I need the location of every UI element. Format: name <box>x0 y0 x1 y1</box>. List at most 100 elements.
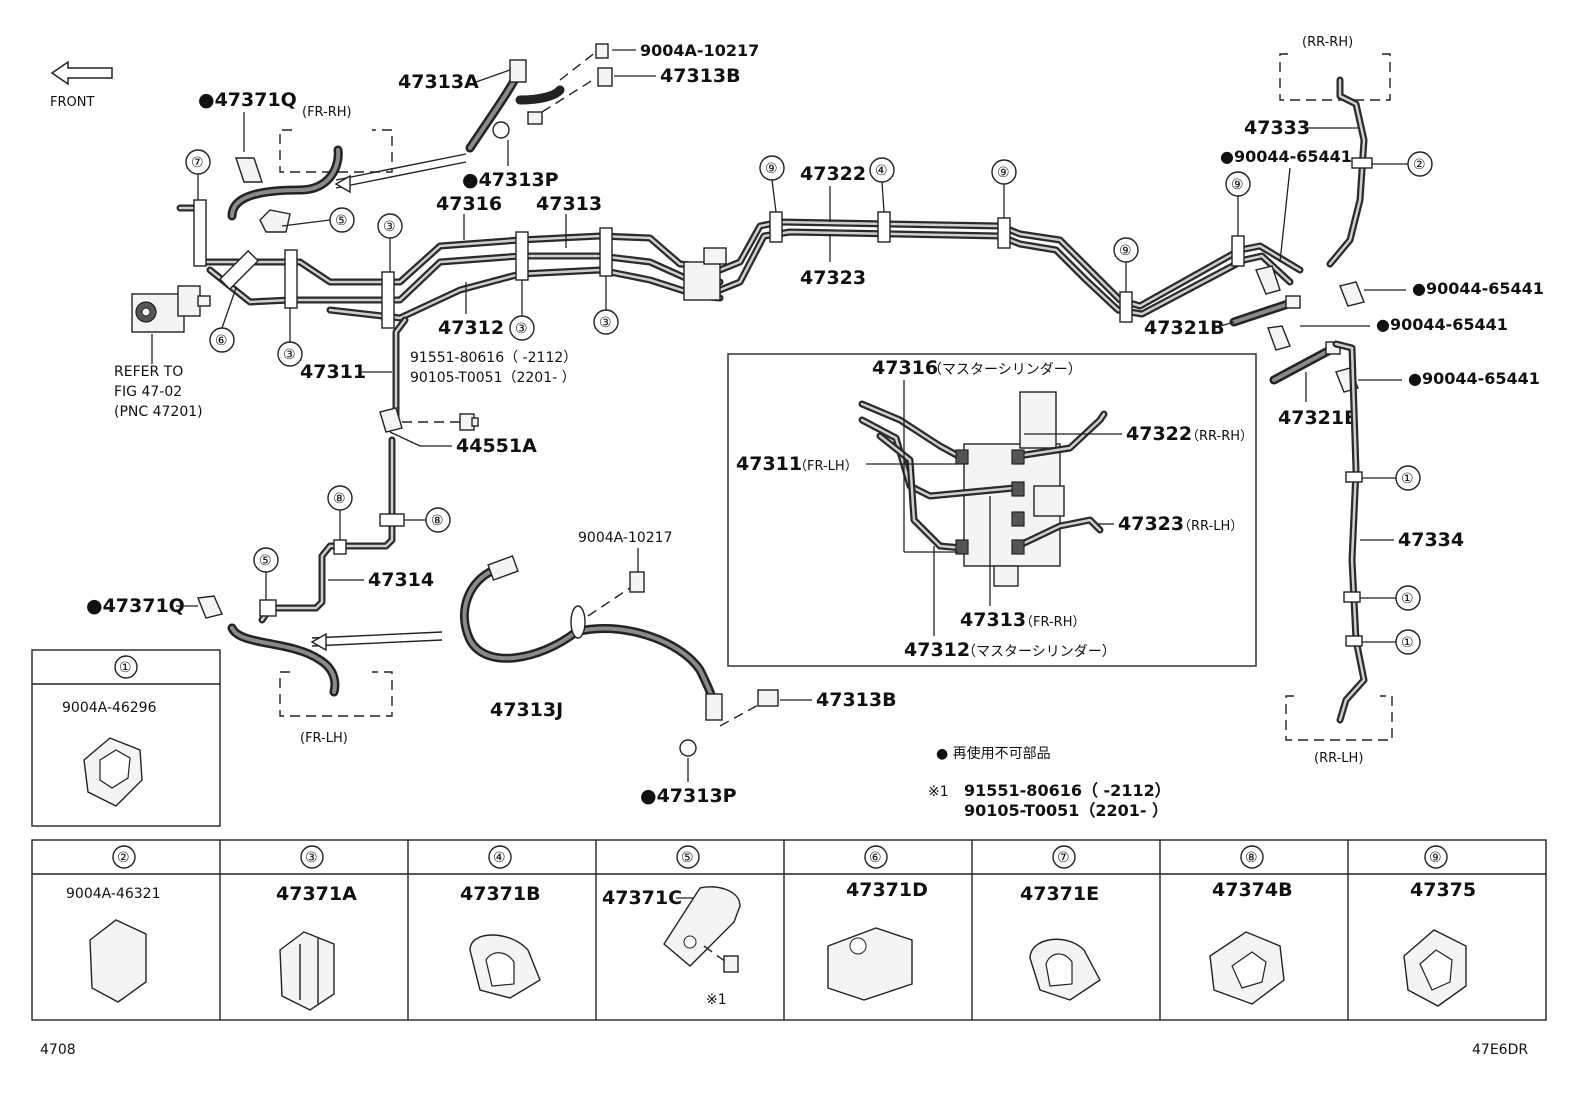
part-47323: 47323 <box>800 267 866 289</box>
rr-lh-label: (RR-LH) <box>1314 751 1363 766</box>
detail-box-1-callout: ① <box>119 660 132 676</box>
part-47371Q-bottom: ●47371Q <box>86 595 185 617</box>
svg-text:④: ④ <box>875 163 888 179</box>
fr-rh-region <box>279 129 393 173</box>
legend-note-mark: ※1 <box>928 784 949 800</box>
part-47333: 47333 <box>1244 117 1310 139</box>
part-47371Q-top: ●47371Q <box>198 89 297 111</box>
detail-box-1: ① 9004A-46296 <box>31 649 221 827</box>
svg-text:⑨: ⑨ <box>765 161 778 177</box>
svg-text:③: ③ <box>383 219 396 235</box>
part-47313B-bottom: 47313B <box>816 689 897 711</box>
part-90044-c: ●90044-65441 <box>1376 315 1508 334</box>
part-47313P-bottom: ●47313P <box>640 785 737 807</box>
bolt-note-line1: 91551-80616（ -2112） <box>410 350 577 366</box>
callout-circles: ⑦ ⑤ ③ ⑥ ③ ③ ③ ⑨ ④ ⑨ ⑨ ⑨ ② ⑧ ⑧ ⑤ ① ① ① <box>185 149 1433 655</box>
inset-47312: 47312 <box>904 639 970 661</box>
front-arrow: FRONT <box>50 60 113 110</box>
svg-text:③: ③ <box>283 347 296 363</box>
brake-actuator <box>131 285 211 364</box>
refer-line1: REFER TO <box>114 364 183 380</box>
legend-non-reuse: ● 再使用不可部品 <box>936 745 1051 762</box>
part-44551A: 44551A <box>456 435 537 457</box>
part-47334: 47334 <box>1398 529 1464 551</box>
svg-text:③: ③ <box>515 321 528 337</box>
detail-box-1-part: 9004A-46296 <box>62 700 157 716</box>
svg-text:①: ① <box>1401 471 1414 487</box>
inset-47311-note: （FR-LH） <box>794 459 858 474</box>
table-part-4: 47371B <box>460 883 541 905</box>
inset-47313: 47313 <box>960 609 1026 631</box>
inset-47323-note: （RR-LH） <box>1178 519 1243 534</box>
table-callout-2: ② <box>117 850 130 866</box>
fr-rh-label: (FR-RH) <box>302 105 352 120</box>
table-callout-6: ⑥ <box>869 850 882 866</box>
inset-47316: 47316 <box>872 357 938 379</box>
table-part-2: 9004A-46321 <box>66 886 161 902</box>
part-90044-a: ●90044-65441 <box>1220 147 1352 166</box>
part-47313P-top: ●47313P <box>462 169 559 191</box>
refer-line3: (PNC 47201) <box>114 404 203 420</box>
part-90044-d: ●90044-65441 <box>1408 369 1540 388</box>
footer-right: 47E6DR <box>1472 1042 1528 1058</box>
clamps <box>193 199 1245 329</box>
part-47316: 47316 <box>436 193 502 215</box>
svg-text:②: ② <box>1413 157 1426 173</box>
svg-text:⑤: ⑤ <box>335 213 348 229</box>
table-note-5: ※1 <box>706 992 727 1008</box>
union-44551A <box>379 407 479 447</box>
svg-text:③: ③ <box>599 315 612 331</box>
part-47321B-b: 47321B <box>1278 407 1359 429</box>
fr-lh-label: (FR-LH) <box>300 731 348 746</box>
table-part-9: 47375 <box>1410 879 1476 901</box>
part-9004A-10217-mid: 9004A-10217 <box>578 530 673 546</box>
legend-note-line1: 91551-80616（ -2112） <box>964 781 1171 800</box>
svg-text:⑤: ⑤ <box>259 553 272 569</box>
part-47313A: 47313A <box>398 71 479 93</box>
svg-text:⑨: ⑨ <box>1231 177 1244 193</box>
rr-rh-label: (RR-RH) <box>1302 35 1353 50</box>
part-47313B-top: 47313B <box>660 65 741 87</box>
flex-hose-47313J <box>459 555 779 757</box>
inset-47313-note: （FR-RH） <box>1020 615 1085 630</box>
part-47321B-a: 47321B <box>1144 317 1225 339</box>
inset-47316-note: （マスターシリンダー） <box>928 362 1082 378</box>
part-9004A-10217-top: 9004A-10217 <box>640 41 759 60</box>
part-47313: 47313 <box>536 193 602 215</box>
refer-line2: FIG 47-02 <box>114 384 182 400</box>
table-callout-9: ⑨ <box>1429 850 1442 866</box>
table-part-5: 47371C <box>602 887 682 909</box>
svg-text:⑧: ⑧ <box>333 491 346 507</box>
svg-text:⑨: ⑨ <box>997 165 1010 181</box>
table-callout-4: ④ <box>493 850 506 866</box>
legend-note-line2: 90105-T0051（2201- ） <box>964 801 1168 820</box>
rr-rh-region <box>1279 53 1391 101</box>
svg-text:①: ① <box>1401 635 1414 651</box>
part-90044-b: ●90044-65441 <box>1412 279 1544 298</box>
inset-47322-note: （RR-RH） <box>1186 429 1253 444</box>
svg-text:⑥: ⑥ <box>215 333 228 349</box>
table-callout-3: ③ <box>305 850 318 866</box>
table-part-3: 47371A <box>276 883 357 905</box>
table-callout-7: ⑦ <box>1057 850 1070 866</box>
table-callout-8: ⑧ <box>1245 850 1258 866</box>
inset-47323: 47323 <box>1118 513 1184 535</box>
svg-text:⑧: ⑧ <box>431 513 444 529</box>
table-part-7: 47371E <box>1020 883 1099 905</box>
master-cylinder-inset <box>727 353 1257 667</box>
part-47314: 47314 <box>368 569 434 591</box>
fr-lh-region <box>279 671 393 717</box>
inset-47312-note: （マスターシリンダー） <box>962 644 1116 660</box>
front-hose-rh <box>465 43 613 153</box>
rear-hoses-47321B <box>1229 281 1365 393</box>
inset-47311: 47311 <box>736 453 802 475</box>
part-47313J: 47313J <box>490 699 563 721</box>
table-part-6: 47371D <box>846 879 928 901</box>
clip-table: ② 9004A-46321 ③ 47371A ④ 47371B ⑤ 47371C… <box>31 839 1547 1021</box>
footer-left: 4708 <box>40 1042 76 1058</box>
part-47312: 47312 <box>438 317 504 339</box>
rr-lh-region <box>1285 695 1393 741</box>
svg-text:⑨: ⑨ <box>1119 243 1132 259</box>
svg-text:①: ① <box>1401 591 1414 607</box>
